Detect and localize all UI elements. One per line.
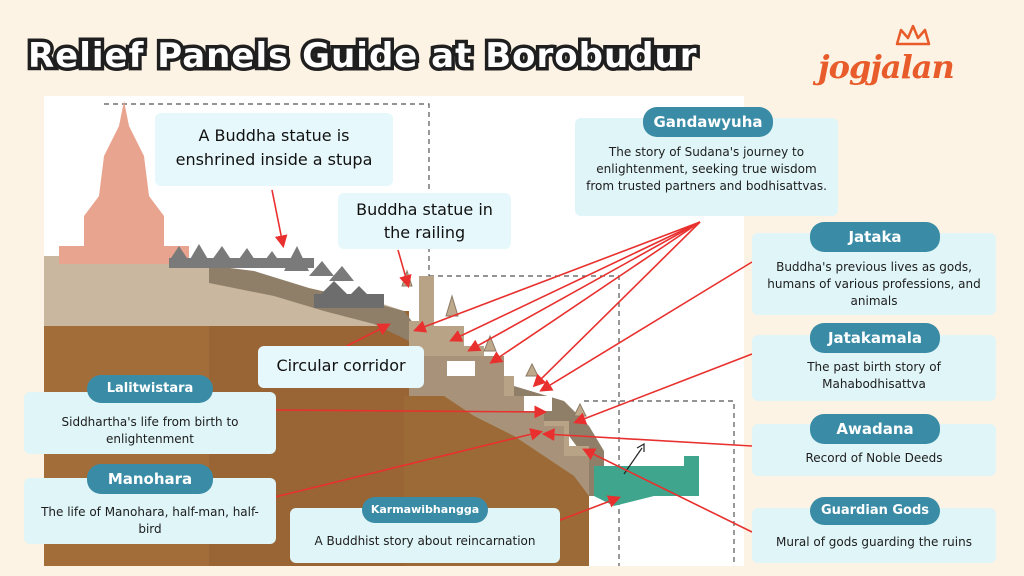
logo-crown-icon [895, 24, 931, 46]
label-manohara: Manohara [87, 464, 213, 494]
label-karmawibhangga: Karmawibhangga [362, 497, 488, 523]
label-awadana: Awadana [810, 414, 940, 444]
label-jataka: Jataka [810, 222, 940, 252]
label-jatakamala: Jatakamala [810, 323, 940, 353]
label-gandawyuha: Gandawyuha [643, 107, 773, 137]
label-lalitwistara: Lalitwistara [87, 375, 213, 403]
callout-stupa: A Buddha statue is enshrined inside a st… [155, 113, 393, 186]
page-title: Relief Panels Guide at Borobudur [24, 33, 699, 80]
callout-corridor: Circular corridor [258, 346, 424, 388]
callout-railing: Buddha statue in the railing [338, 193, 511, 249]
callout-jatakamala: The past birth story of Mahabodhisattva [752, 335, 996, 401]
label-guardian-gods: Guardian Gods [810, 497, 940, 525]
brand-logo: jogjalan [818, 48, 955, 86]
callout-guardian-gods: Mural of gods guarding the ruins [752, 508, 996, 563]
